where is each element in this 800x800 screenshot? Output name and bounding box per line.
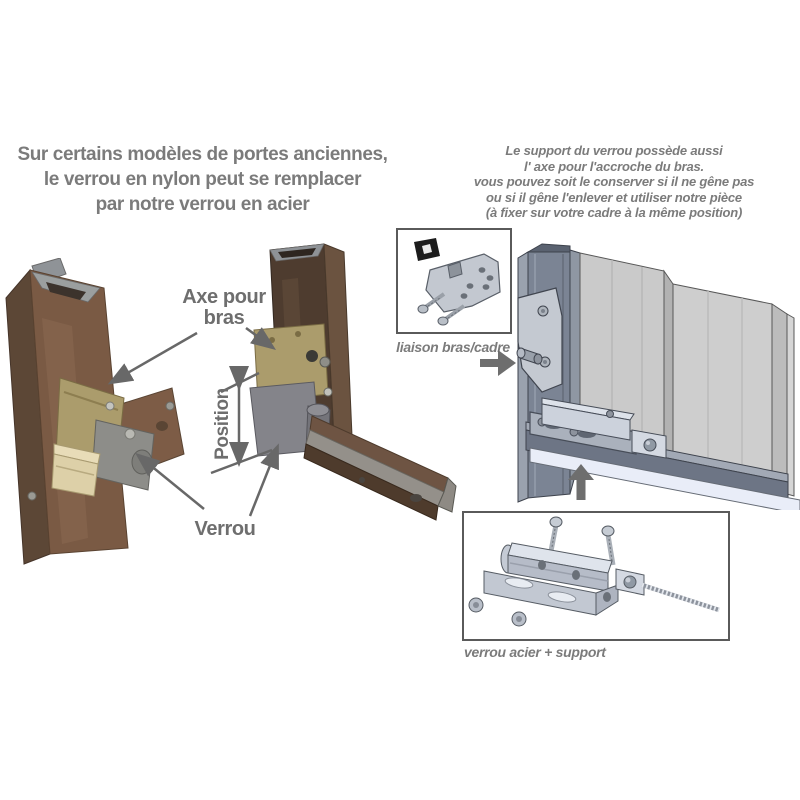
- nut: [468, 597, 484, 613]
- label-position: Position: [212, 388, 233, 460]
- note-line-3: vous pouvez soit le conserver si il ne g…: [473, 174, 755, 189]
- label-axe-line-2: bras: [203, 307, 245, 329]
- position-tick-top: [220, 371, 260, 394]
- label-axe-pour-bras: Axe pour bras: [168, 287, 280, 329]
- verrou-left-leader-arrow: [135, 452, 205, 510]
- support-bracket: [483, 570, 619, 616]
- liaison-box: [396, 228, 512, 334]
- note-line-4: ou si il gêne l'enlever et utiliser notr…: [486, 189, 742, 205]
- axe-right-leader-arrow: [245, 326, 277, 350]
- nut: [511, 611, 527, 627]
- right-arrow-icon: [480, 350, 516, 376]
- label-axe-line-1: Axe pour: [182, 286, 266, 308]
- screw: [417, 292, 446, 314]
- note-line-5: (à fixer sur votre cadre à la même posit…: [485, 205, 743, 220]
- verrou-right-leader-arrow: [248, 443, 279, 517]
- liaison-plate: [425, 253, 501, 313]
- verrou-acier-body: [500, 542, 613, 592]
- verrou-acier-caption: verrou acier + support: [464, 644, 606, 660]
- verrou-assembly-installed: [529, 397, 667, 459]
- support-note: Le support du verrou possède aussi l' ax…: [428, 143, 800, 221]
- cad-frame-drawing: [516, 243, 800, 510]
- title-line-1: Sur certains modèles de portes anciennes…: [17, 144, 388, 165]
- support-plate-with-axe: [516, 287, 563, 393]
- page-title: Sur certains modèles de portes anciennes…: [0, 142, 405, 217]
- liaison-plate-drawing: [414, 238, 501, 326]
- axe-left-leader-arrow: [107, 331, 198, 385]
- photo-corner-position: [249, 243, 457, 521]
- bolt: [548, 516, 563, 552]
- screw: [437, 304, 466, 326]
- up-arrow-icon: [568, 464, 594, 500]
- note-line-1: Le support du verrou possède aussi: [505, 143, 723, 158]
- verrou-acier-box: [462, 511, 730, 641]
- threaded-rod: [615, 568, 720, 613]
- photo-old-corner-lock: [5, 258, 185, 565]
- verrou-acier-drawing: [468, 516, 720, 627]
- annotation-arrows: [107, 326, 279, 517]
- title-line-2: le verrou en nylon peut se remplacer: [43, 169, 362, 190]
- note-line-2: l' axe pour l'accroche du bras.: [524, 158, 704, 174]
- title-line-3: par notre verrou en acier: [95, 194, 310, 215]
- liaison-caption: liaison bras/cadre: [396, 339, 510, 355]
- bolt: [601, 525, 616, 566]
- bottom-sill: [529, 447, 800, 510]
- label-verrou: Verrou: [194, 518, 256, 540]
